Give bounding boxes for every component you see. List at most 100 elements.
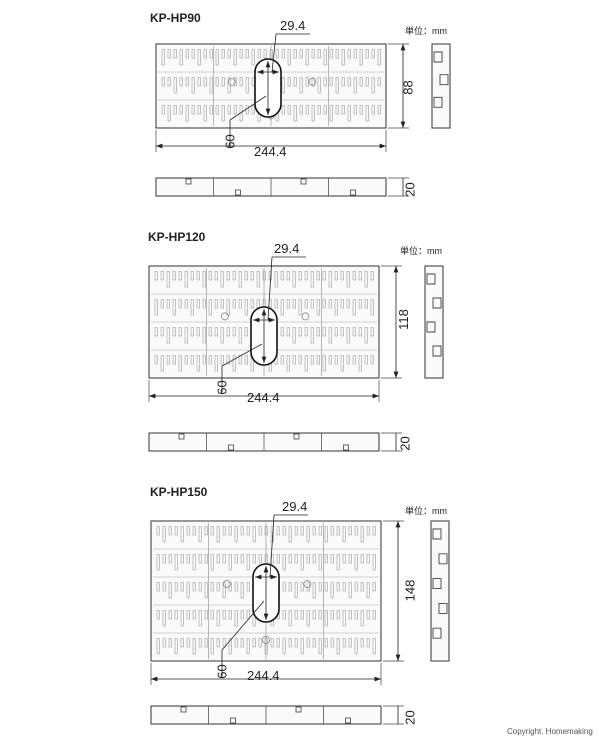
slot-length-dim-2: 60 <box>214 380 230 395</box>
dimension-arrow <box>265 61 271 68</box>
comb-tooth <box>324 582 328 592</box>
comb-tooth <box>191 49 195 59</box>
comb-tooth <box>322 355 326 372</box>
height-dim-2: 118 <box>395 309 411 330</box>
comb-tooth <box>348 526 352 536</box>
comb-tooth <box>336 526 340 536</box>
comb-tooth <box>288 638 292 648</box>
comb-tooth <box>340 355 344 372</box>
comb-tooth <box>294 582 298 599</box>
comb-tooth <box>304 327 308 337</box>
comb-tooth <box>186 610 190 620</box>
comb-tooth <box>221 77 225 87</box>
comb-tooth <box>336 610 340 620</box>
comb-tooth <box>287 77 291 87</box>
comb-tooth <box>311 49 315 59</box>
comb-tooth <box>216 638 220 648</box>
comb-tooth <box>173 105 177 115</box>
comb-tooth <box>240 526 244 536</box>
comb-tooth <box>359 49 363 66</box>
comb-tooth <box>202 327 206 344</box>
comb-tooth <box>354 582 358 592</box>
comb-tooth <box>172 299 176 316</box>
comb-tooth <box>330 554 334 564</box>
comb-tooth <box>336 582 340 592</box>
comb-tooth <box>360 638 364 648</box>
comb-tooth <box>160 299 164 309</box>
comb-tooth <box>160 271 164 281</box>
comb-tooth <box>353 105 357 115</box>
height-dim-1: 88 <box>400 80 416 95</box>
comb-tooth <box>214 271 218 281</box>
comb-tooth <box>180 526 184 543</box>
comb-tooth <box>192 554 196 571</box>
dimension-arrow <box>272 69 279 75</box>
comb-tooth <box>288 610 292 627</box>
comb-tooth <box>210 638 214 655</box>
comb-tooth <box>222 610 226 620</box>
copyright-text: Copyright. Homemaking <box>507 727 593 736</box>
model-title-3: KP-HP150 <box>150 485 208 499</box>
comb-tooth <box>288 554 292 564</box>
comb-tooth <box>196 355 200 372</box>
dimension-arrow <box>265 108 271 115</box>
comb-tooth <box>294 526 298 536</box>
comb-tooth <box>358 271 362 281</box>
dimension-arrow <box>372 393 379 399</box>
comb-tooth <box>250 271 254 281</box>
comb-tooth <box>306 610 310 627</box>
bottom-notch <box>185 178 192 185</box>
leader-line <box>221 343 263 367</box>
comb-tooth <box>167 105 171 122</box>
comb-tooth <box>172 355 176 365</box>
dimension-arrow <box>379 143 386 149</box>
comb-tooth <box>292 299 296 309</box>
comb-tooth <box>156 526 160 536</box>
comb-tooth <box>360 526 364 543</box>
profile-notch <box>432 578 442 590</box>
comb-tooth <box>366 526 370 536</box>
bottom-notch <box>343 444 349 451</box>
profile-notch <box>432 627 442 639</box>
comb-tooth <box>234 554 238 564</box>
comb-tooth <box>364 355 368 365</box>
comb-tooth <box>258 638 262 648</box>
profile-notch <box>426 273 436 285</box>
comb-tooth <box>238 299 242 309</box>
comb-tooth <box>167 49 171 59</box>
comb-tooth <box>251 49 255 66</box>
comb-tooth <box>310 355 314 365</box>
comb-tooth <box>262 271 266 281</box>
comb-tooth <box>324 526 328 543</box>
comb-tooth <box>299 49 303 59</box>
bottom-notch <box>235 189 241 196</box>
comb-tooth <box>204 638 208 648</box>
comb-tooth <box>365 77 369 87</box>
comb-tooth <box>203 49 207 59</box>
comb-tooth <box>162 582 166 592</box>
leader-line <box>229 95 267 121</box>
comb-tooth <box>240 610 244 620</box>
comb-tooth <box>372 582 376 592</box>
comb-tooth <box>166 355 170 365</box>
comb-tooth <box>306 554 310 564</box>
comb-tooth <box>286 327 290 337</box>
comb-tooth <box>216 526 220 543</box>
comb-tooth <box>196 327 200 337</box>
comb-tooth <box>197 77 201 87</box>
comb-tooth <box>234 526 238 543</box>
comb-tooth <box>340 271 344 281</box>
comb-tooth <box>276 638 280 648</box>
comb-tooth <box>365 105 369 122</box>
comb-tooth <box>334 355 338 365</box>
comb-tooth <box>222 526 226 536</box>
comb-tooth <box>300 582 304 592</box>
comb-tooth <box>294 610 298 620</box>
profile-notch <box>438 602 448 614</box>
comb-tooth <box>316 327 320 337</box>
slot-width-dim-3: 29.4 <box>282 499 308 514</box>
comb-tooth <box>190 299 194 316</box>
comb-tooth <box>353 77 357 94</box>
comb-tooth <box>348 610 352 620</box>
slot-width-dim-1: 29.4 <box>280 18 306 33</box>
